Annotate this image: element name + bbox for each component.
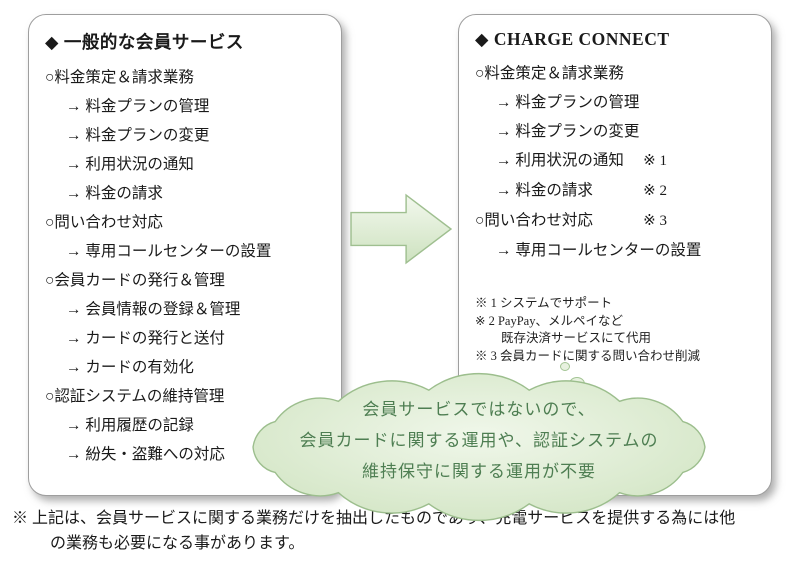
item-text: → 料金の請求 [496, 182, 593, 199]
list-item: → 紛失・盗難への対応 [45, 440, 327, 469]
note-marker: ※ 3 [643, 213, 667, 229]
list-item: → 利用履歴の記録 [45, 411, 327, 440]
bottom-note: ※ 上記は、会員サービスに関する業務だけを抽出したものであり、充電サービスを提供… [12, 506, 735, 556]
item-text: ○認証システムの維持管理 [45, 388, 225, 405]
right-arrow-icon [350, 193, 453, 265]
item-text: ○問い合わせ対応 [45, 214, 163, 231]
list-item: → カードの発行と送付 [45, 324, 327, 353]
list-item: ○料金策定＆請求業務 [45, 63, 327, 92]
list-item: → 専用コールセンターの設置 [45, 237, 327, 266]
reference-notes: ※ 1 システムでサポート ※ 2 PayPay、メルペイなど 既存決済サービス… [475, 295, 757, 365]
item-text: → 専用コールセンターの設置 [496, 242, 702, 259]
item-text: ○料金策定＆請求業務 [45, 69, 194, 86]
item-text: → 料金プランの管理 [496, 94, 640, 111]
item-text: → 料金の請求 [66, 185, 163, 202]
item-text: → 会員情報の登録＆管理 [66, 301, 241, 318]
reference-note-3: ※ 3 会員カードに関する問い合わせ削減 [475, 348, 701, 363]
list-item: → 料金の請求 ※ 2 [475, 176, 757, 206]
list-item: → 利用状況の通知 ※ 1 [475, 146, 757, 176]
reference-note-2-cont: 既存決済サービスにて代用 [501, 331, 652, 345]
note-marker: ※ 2 [643, 183, 667, 199]
item-text: → 紛失・盗難への対応 [66, 446, 225, 463]
list-item: ○問い合わせ対応 [45, 208, 327, 237]
item-text: → 料金プランの変更 [496, 123, 640, 140]
item-text: → 利用状況の通知 [496, 152, 624, 169]
list-item: → カードの有効化 [45, 353, 327, 382]
cloud-text-line2: 会員カードに関する運用や、認証システムの [299, 431, 659, 450]
item-text: ○料金策定＆請求業務 [475, 65, 624, 82]
list-item: → 専用コールセンターの設置 [475, 236, 757, 265]
charge-connect-list: ○料金策定＆請求業務 → 料金プランの管理 → 料金プランの変更 → 利用状況の… [475, 59, 757, 265]
thought-bubble-tail-small [560, 362, 570, 371]
cloud-text: 会員サービスではないので、 会員カードに関する運用や、認証システムの 維持保守に… [243, 381, 715, 487]
thought-bubble: 会員サービスではないので、 会員カードに関する運用や、認証システムの 維持保守に… [243, 372, 715, 522]
list-item: ○会員カードの発行＆管理 [45, 266, 327, 295]
list-item: → 利用状況の通知 [45, 150, 327, 179]
list-item: → 料金プランの管理 [45, 92, 327, 121]
list-item: ○料金策定＆請求業務 [475, 59, 757, 88]
general-service-panel: ◆ 一般的な会員サービス ○料金策定＆請求業務 → 料金プランの管理 → 料金プ… [28, 14, 342, 496]
right-arrow-shape [350, 193, 453, 265]
reference-note-2: ※ 2 PayPay、メルペイなど [475, 313, 623, 328]
item-text: ○会員カードの発行＆管理 [45, 272, 225, 289]
item-text: → 専用コールセンターの設置 [66, 243, 272, 260]
list-item: → 会員情報の登録＆管理 [45, 295, 327, 324]
item-text: ○問い合わせ対応 [475, 212, 593, 229]
item-text: → カードの発行と送付 [66, 330, 225, 347]
list-item: → 料金の請求 [45, 179, 327, 208]
item-text: → 料金プランの管理 [66, 98, 210, 115]
list-item: → 料金プランの変更 [475, 117, 757, 146]
list-item: ○認証システムの維持管理 [45, 382, 327, 411]
cloud-text-line3: 維持保守に関する運用が不要 [362, 462, 596, 481]
list-item: → 料金プランの管理 [475, 88, 757, 117]
item-text: → 利用状況の通知 [66, 156, 194, 173]
item-text: → 利用履歴の記録 [66, 417, 194, 434]
reference-note-1: ※ 1 システムでサポート [475, 296, 613, 310]
note-marker: ※ 1 [643, 153, 667, 169]
list-item: → 料金プランの変更 [45, 121, 327, 150]
item-text: → カードの有効化 [66, 359, 194, 376]
charge-connect-title: ◆ CHARGE CONNECT [475, 29, 670, 49]
item-text: → 料金プランの変更 [66, 127, 210, 144]
cloud-shape [252, 372, 706, 522]
general-service-title: ◆ 一般的な会員サービス [45, 32, 244, 52]
bottom-note-line2: の業務も必要になる事があります。 [50, 535, 305, 552]
general-service-list: ○料金策定＆請求業務 → 料金プランの管理 → 料金プランの変更 → 利用状況の… [45, 63, 327, 469]
bottom-note-line1: ※ 上記は、会員サービスに関する業務だけを抽出したものであり、充電サービスを提供… [12, 510, 736, 527]
cloud-text-line1: 会員サービスではないので、 [362, 400, 596, 419]
list-item: ○問い合わせ対応 ※ 3 [475, 206, 757, 236]
